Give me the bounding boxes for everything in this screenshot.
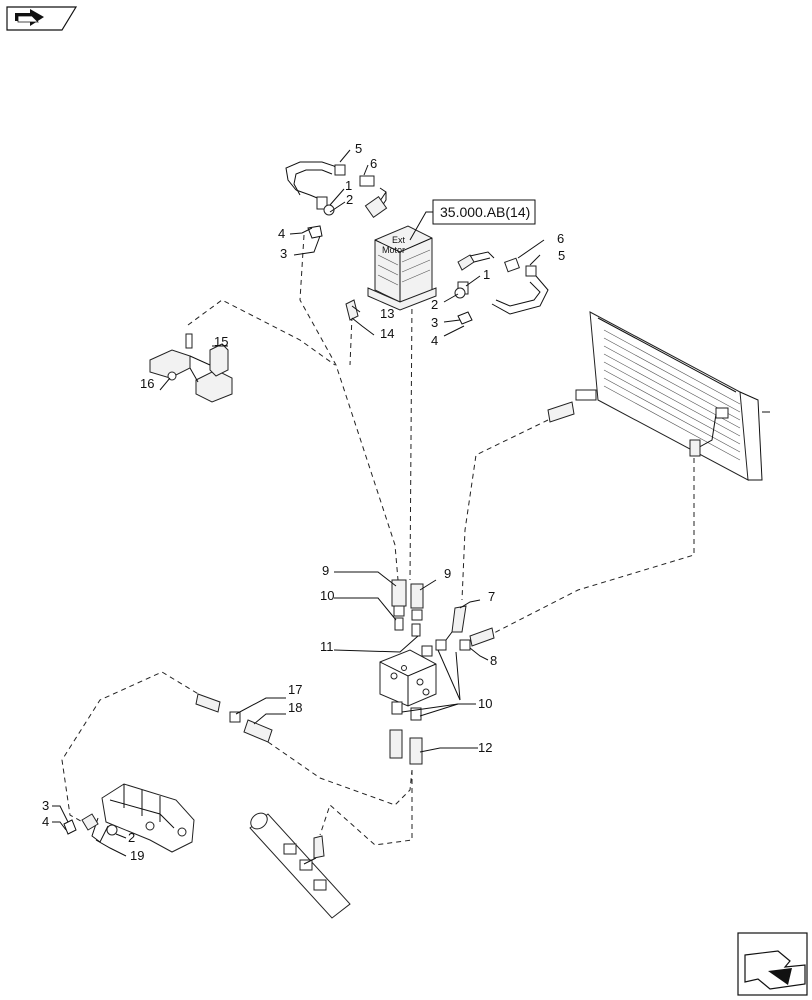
callout-2-bottom: 2 bbox=[128, 830, 135, 845]
callout-19: 19 bbox=[130, 848, 144, 863]
callout-3-right: 3 bbox=[431, 315, 438, 330]
callout-1-right: 1 bbox=[483, 267, 490, 282]
manifold-block bbox=[379, 649, 437, 707]
callout-5-right: 5 bbox=[558, 248, 565, 263]
next-page-icon[interactable] bbox=[737, 932, 808, 996]
callout-6-right: 6 bbox=[557, 231, 564, 246]
pump-leaders bbox=[52, 805, 127, 857]
hydraulic-pump bbox=[63, 783, 195, 853]
valve-assembly bbox=[149, 333, 233, 403]
callout-14: 14 bbox=[380, 326, 394, 341]
callout-6-top: 6 bbox=[370, 156, 377, 171]
callout-2-top: 2 bbox=[346, 192, 353, 207]
fittings-17-18 bbox=[195, 693, 286, 743]
center-leaders bbox=[333, 571, 489, 661]
top-leaders bbox=[289, 149, 369, 256]
callout-4-top: 4 bbox=[278, 226, 285, 241]
callout-10-top: 10 bbox=[320, 588, 334, 603]
callout-9-right: 9 bbox=[444, 566, 451, 581]
right-leaders bbox=[443, 239, 545, 337]
callout-17: 17 bbox=[288, 682, 302, 697]
callout-9-left: 9 bbox=[322, 563, 329, 578]
right-tube-assembly bbox=[454, 251, 549, 325]
callout-15: 15 bbox=[214, 334, 228, 349]
motor-label-line2: Motor bbox=[382, 245, 405, 255]
callout-8: 8 bbox=[490, 653, 497, 668]
radiator bbox=[547, 311, 770, 481]
callout-5-top: 5 bbox=[355, 141, 362, 156]
callout-16: 16 bbox=[140, 376, 154, 391]
callout-11: 11 bbox=[320, 639, 334, 654]
fitting-13-14 bbox=[345, 299, 375, 336]
top-tube-assembly bbox=[285, 161, 388, 239]
callout-13: 13 bbox=[380, 306, 394, 321]
previous-page-icon[interactable] bbox=[6, 6, 78, 31]
reference-link[interactable]: 35.000.AB(14) bbox=[409, 199, 536, 241]
motor-label-line1: Ext bbox=[392, 235, 406, 245]
callout-12: 12 bbox=[478, 740, 492, 755]
callout-10-bottom: 10 bbox=[478, 696, 492, 711]
reference-link-label[interactable]: 35.000.AB(14) bbox=[440, 204, 530, 220]
callout-4-bottom: 4 bbox=[42, 814, 49, 829]
callout-7: 7 bbox=[488, 589, 495, 604]
callout-1-top: 1 bbox=[345, 178, 352, 193]
center-fittings bbox=[391, 579, 495, 657]
callout-18: 18 bbox=[288, 700, 302, 715]
callout-labels: 5 6 1 2 4 3 6 5 1 2 3 4 13 14 15 16 9 9 … bbox=[42, 141, 565, 863]
callout-4-right: 4 bbox=[431, 333, 438, 348]
callout-2-right: 2 bbox=[431, 297, 438, 312]
ext-motor: Ext Motor bbox=[367, 225, 437, 311]
callout-3-bottom: 3 bbox=[42, 798, 49, 813]
callout-3-top: 3 bbox=[280, 246, 287, 261]
bottom-10-fittings bbox=[389, 649, 478, 765]
hose-routes bbox=[61, 234, 695, 846]
bottom-tube bbox=[249, 812, 351, 919]
